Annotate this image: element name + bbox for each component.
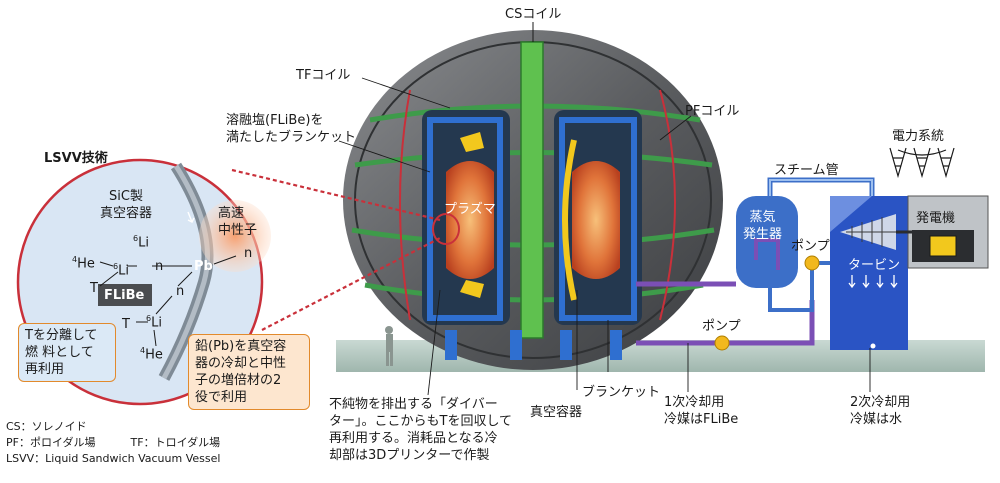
fast-neutron-cloud (199, 200, 271, 272)
lsvv-title: LSVV技術 (44, 151, 108, 166)
li6-b-text: Li (118, 263, 129, 279)
divertor-description: 不純物を排出する「ダイバー ター」。ここからもTを回収して 再利用する。消耗品と… (329, 396, 512, 464)
molten-salt-blanket-label: 溶融塩(FLiBe)を 満たしたブランケット (226, 112, 356, 146)
pump-label-2: ポンプ (702, 319, 741, 334)
primary-line-2: 冷媒はFLiBe (664, 412, 739, 427)
sic-line-2: 真空容器 (100, 206, 153, 221)
divertor-line-3: 再利用する。消耗品となる冷 (329, 431, 498, 446)
flibe-block (98, 284, 152, 306)
pb-label: Pb (194, 259, 213, 274)
neutron-label-b: n (176, 284, 185, 299)
steam-generator-label: 蒸気 発生器 (743, 209, 782, 243)
he4-label-b: 4He (140, 342, 163, 363)
molten-salt-line-2: 満たしたブランケット (226, 130, 357, 145)
lead-usage-callout: 鉛(Pb)を真空容 器の冷却と中性 子の増倍材の2 役で利用 (188, 334, 310, 410)
primary-coolant-label: 1次冷却用 冷媒はFLiBe (664, 394, 738, 428)
sic-line-1: SiC製 (109, 189, 143, 204)
fast-neutron-label: 高速 中性子 (218, 205, 257, 239)
secondary-line-2: 冷媒は水 (850, 412, 903, 427)
pf-coil-label: PFコイル (685, 104, 740, 119)
primary-coolant-loop (636, 281, 815, 346)
fast-line-1: 高速 (218, 206, 245, 221)
li6-label-a: 6Li (133, 230, 149, 251)
li6-a-text: Li (138, 235, 149, 251)
steam-gen-line-1: 蒸気 (749, 210, 776, 225)
legend-tf: TF：トロイダル場 (130, 436, 221, 449)
generator-label: 発電機 (916, 211, 956, 226)
blanket-label: ブランケット (582, 385, 661, 400)
turbine-label: タービン (848, 258, 901, 273)
secondary-line-1: 2次冷却用 (850, 395, 911, 410)
pb-callout-line-3: 子の増倍材の2 (195, 373, 282, 388)
li6-label-c: 6Li (146, 310, 162, 331)
pump-label-1: ポンプ (791, 239, 830, 254)
legend-cs: CS：ソレノイド (6, 420, 87, 433)
divertor-line-2: ター」。ここからもTを回収して (329, 414, 513, 429)
li6-c-sup: 6 (146, 314, 152, 323)
steam-pipe-label: スチーム管 (774, 163, 839, 178)
he4-b-sup: 4 (140, 346, 146, 355)
t-callout-line-1: Tを分離して (25, 328, 98, 343)
he4-a-sup: 4 (72, 255, 78, 264)
turbine-icon (840, 214, 896, 250)
li6-label-b: 6Li (113, 258, 129, 279)
pump-icon (804, 255, 820, 271)
li6-b-sup: 6 (113, 262, 119, 271)
legend-pf: PF：ポロイダル場 (6, 436, 96, 449)
power-grid-label: 電力系統 (892, 129, 945, 144)
li6-c-text: Li (151, 315, 162, 331)
he4-b-text: He (145, 347, 163, 363)
molten-salt-line-1: 溶融塩(FLiBe)を (226, 113, 324, 128)
secondary-coolant-label: 2次冷却用 冷媒は水 (850, 394, 910, 428)
fast-neutron-n: n (244, 246, 253, 261)
steam-gen-line-2: 発生器 (743, 227, 783, 242)
flibe-label: FLiBe (104, 288, 145, 303)
pylon-icon (889, 147, 955, 179)
pb-callout-line-1: 鉛(Pb)を真空容 (195, 339, 287, 354)
pb-callout-line-4: 役で利用 (195, 390, 248, 405)
pb-callout-line-2: 器の冷却と中性 (195, 356, 287, 371)
legend-lsvv: LSVV：Liquid Sandwich Vacuum Vessel (6, 452, 221, 465)
tritium-reuse-callout: Tを分離して 燃 料として 再利用 (18, 323, 116, 382)
t-callout-line-3: 再利用 (25, 362, 65, 377)
plasma-label: プラズマ (444, 202, 496, 217)
reactor-sphere (343, 22, 723, 370)
secondary-coolant-loop (768, 261, 840, 312)
cs-coil-column (520, 41, 544, 339)
tritium-label-b: T (122, 317, 130, 332)
cs-coil-label: CSコイル (505, 7, 562, 22)
person-icon (385, 326, 393, 366)
primary-line-1: 1次冷却用 (664, 395, 725, 410)
t-callout-line-2: 燃 料として (25, 345, 94, 360)
divertor-line-4: 却部は3Dプリンターで作製 (329, 448, 490, 463)
legend-pf-row: PF：ポロイダル場 TF：トロイダル場 (6, 436, 220, 450)
he4-a-text: He (77, 256, 95, 272)
vacuum-vessel-label: 真空容器 (530, 405, 583, 420)
divertor-line-1: 不純物を排出する「ダイバー (329, 397, 498, 412)
he4-label-a: 4He (72, 251, 95, 272)
li6-a-sup: 6 (133, 234, 139, 243)
plasma-region (446, 161, 494, 279)
neutron-label-a: n (155, 259, 164, 274)
fast-line-2: 中性子 (218, 223, 258, 238)
pump-icon (714, 335, 730, 351)
tritium-label-a: T (90, 281, 98, 296)
tf-coil-label: TFコイル (296, 68, 351, 83)
sic-vessel-label: SiC製 真空容器 (100, 188, 152, 222)
